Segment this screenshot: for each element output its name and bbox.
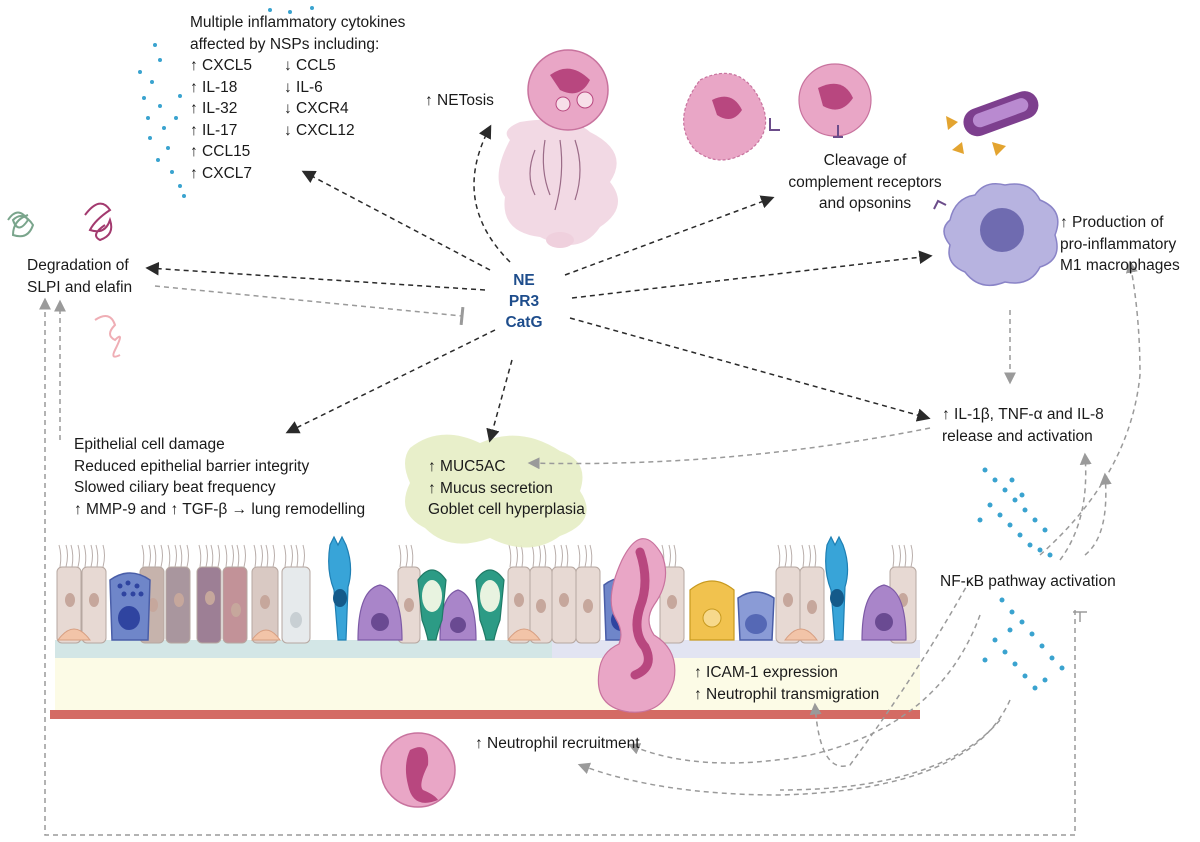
cytokine-item: ↓ CXCL12	[284, 121, 355, 139]
cytokine-item: ↑ IL-18	[190, 78, 238, 96]
enzyme-pr3: PR3	[508, 293, 540, 310]
cytokine-dots	[138, 6, 1065, 691]
cytokines-increased-list: ↑ CXCL5 ↑ IL-18 ↑ IL-32 ↑ IL-17 ↑ CCL15 …	[190, 55, 252, 184]
netosis-label: ↑ NETosis	[425, 92, 494, 109]
icam-label: ↑ ICAM-1 expression ↑ Neutrophil transmi…	[694, 664, 880, 703]
slpi-elafin-proteins	[7, 202, 121, 358]
effect-arrows	[39, 124, 1141, 836]
recruited-neutrophil-illustration	[380, 732, 456, 808]
cytokine-item: ↓ CCL5	[284, 57, 336, 74]
basement-membrane	[50, 710, 920, 719]
enzyme-catg: CatG	[505, 314, 543, 331]
feedback-loop-arrow	[39, 297, 1076, 836]
cytokines-heading: Multiple inflammatory cytokines affected…	[190, 14, 406, 53]
cytokine-item: ↑ CCL15	[190, 143, 251, 160]
epithelial-effects-label: Epithelial cell damage Reduced epithelia…	[74, 436, 366, 518]
il1b-label: ↑ IL-1β, TNF-α and IL-8 release and acti…	[942, 406, 1104, 445]
netosis-neutrophil-illustration	[498, 49, 618, 248]
mucus-label: ↑ MUC5AC ↑ Mucus secretion Goblet cell h…	[428, 458, 585, 518]
slpi-label: Degradation of SLPI and elafin	[27, 257, 133, 296]
nfkb-label: NF-κB pathway activation	[940, 573, 1116, 590]
enzyme-ne: NE	[513, 272, 535, 289]
complement-cells-illustration	[683, 63, 1039, 161]
macrophage-label: ↑ Production of pro-inflammatory M1 macr…	[1060, 214, 1180, 274]
airway-epithelium-illustration	[50, 535, 920, 719]
macrophage-illustration	[933, 183, 1059, 287]
cytokine-item: ↑ CXCL5	[190, 57, 253, 74]
cytokine-item: ↑ IL-32	[190, 100, 238, 117]
cytokine-item: ↓ CXCR4	[284, 100, 349, 117]
cytokine-item: ↑ IL-17	[190, 121, 238, 139]
cytokine-item: ↓ IL-6	[284, 78, 323, 96]
complement-label: Cleavage of complement receptors and ops…	[788, 152, 942, 212]
cytokines-decreased-list: ↓ CCL5 ↓ IL-6 ↓ CXCR4 ↓ CXCL12	[284, 55, 355, 141]
recruitment-label: ↑ Neutrophil recruitment	[475, 735, 640, 752]
enzyme-list: NE PR3 CatG	[492, 270, 556, 333]
cytokine-item: ↑ CXCL7	[190, 164, 253, 182]
